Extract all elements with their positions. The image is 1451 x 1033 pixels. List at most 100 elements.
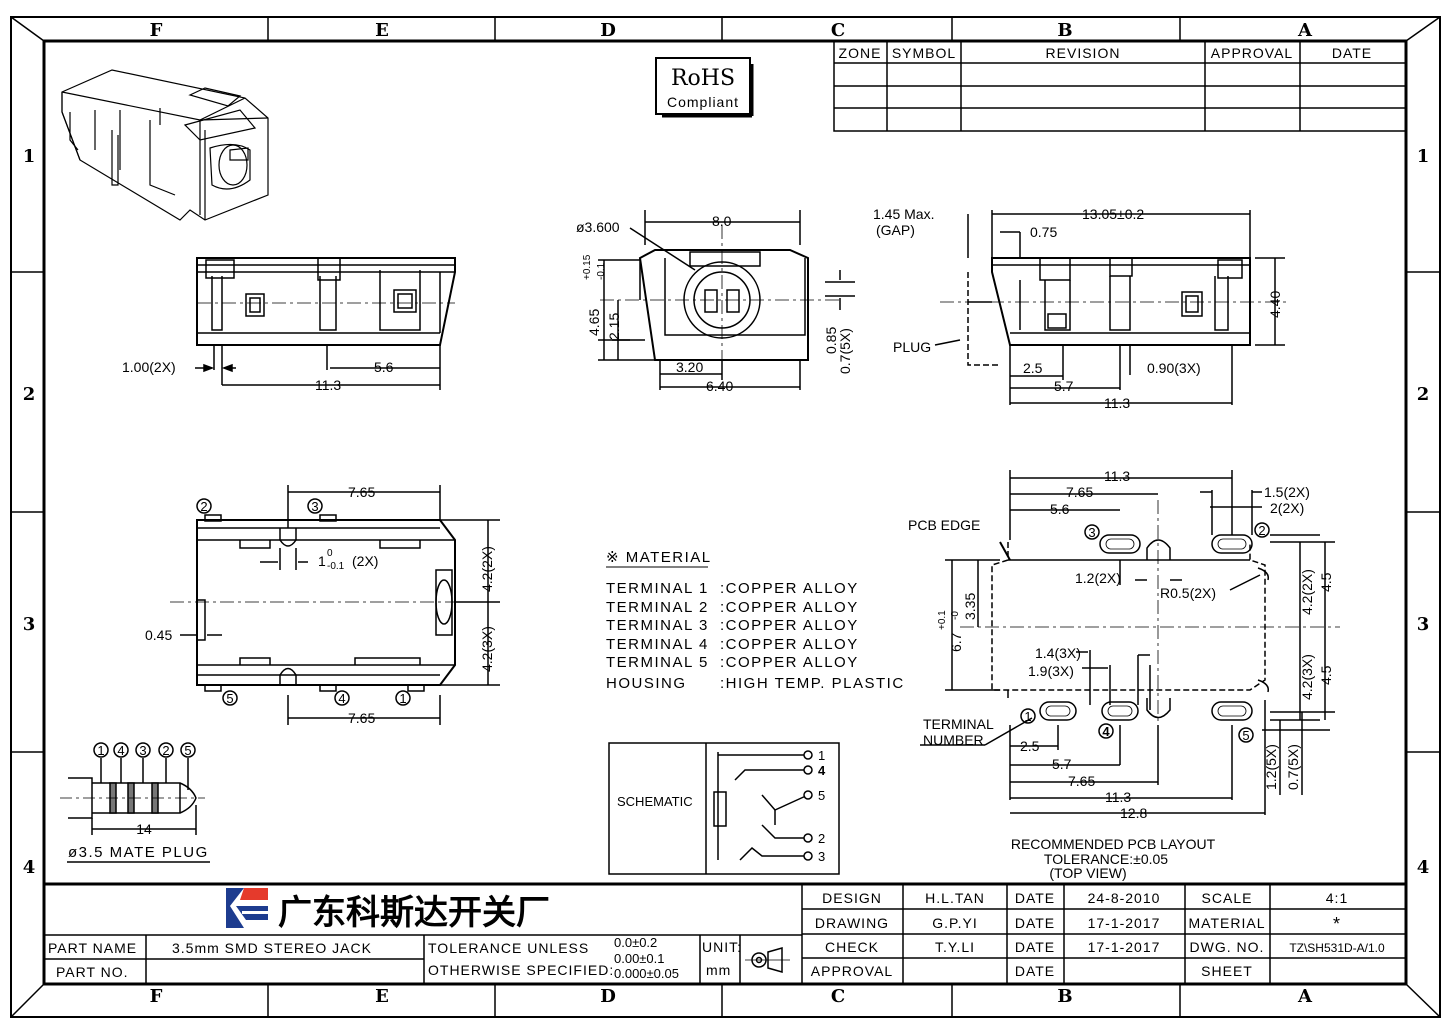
front-view: 1.00(2X) 5.6 11.3 xyxy=(122,257,456,393)
dim-bottom-4-2-b: 4.2(3X) xyxy=(479,626,495,672)
part-no-label: PART NO. xyxy=(56,964,129,980)
outer-border xyxy=(10,16,1441,1018)
dim-side-2-15: 2.15 xyxy=(606,313,622,340)
schematic-pin-2: 2 xyxy=(818,831,825,846)
dim-right-13-05: 13.05±0.2 xyxy=(1082,206,1144,222)
zone-col-a-bottom: A xyxy=(1297,986,1313,1007)
zone-col-f-bottom: F xyxy=(150,986,163,1007)
pcb-caption-2: TOLERANCE:±0.05 xyxy=(1044,851,1168,867)
dim-side-8-0: 8.0 xyxy=(712,213,732,229)
zone-row-3-right: 3 xyxy=(1417,614,1430,635)
dim-pcb-4-5-a: 4.5 xyxy=(1318,572,1334,592)
tb-check-label: CHECK xyxy=(825,939,879,955)
dim-pcb-r0-5: R0.5(2X) xyxy=(1160,585,1216,601)
company-logo xyxy=(226,888,268,928)
zone-col-d-bottom: D xyxy=(600,986,616,1007)
dim-pcb-6-7-tol-minus: -0 xyxy=(950,611,961,620)
zone-col-c-bottom: C xyxy=(831,986,845,1007)
zone-col-e-bottom: E xyxy=(375,986,389,1007)
dim-right-0-75: 0.75 xyxy=(1030,224,1057,240)
dim-pcb-7-65-b: 7.65 xyxy=(1068,773,1095,789)
tb-check-date-label: DATE xyxy=(1015,939,1055,955)
rev-header-zone: ZONE xyxy=(839,45,882,61)
tb-check-date: 17-1-2017 xyxy=(1088,939,1161,955)
pin-bottom-3: 3 xyxy=(311,499,318,514)
tolerance-line-2: OTHERWISE SPECIFIED: xyxy=(428,962,614,978)
dim-pcb-6-7: 6.7 xyxy=(948,632,964,652)
material-row-3-value: :COPPER ALLOY xyxy=(720,617,859,634)
dim-side-4-65: 4.65 xyxy=(586,309,602,336)
pin-bottom-4: 4 xyxy=(338,691,345,706)
zone-col-e-top: E xyxy=(375,20,389,41)
material-notes: ※ MATERIAL TERMINAL 1 :COPPER ALLOY TERM… xyxy=(606,549,905,692)
material-row-4-value: :COPPER ALLOY xyxy=(720,636,859,653)
dim-right-5-7: 5.7 xyxy=(1054,378,1074,394)
tb-check-name: T.Y.LI xyxy=(935,939,975,955)
material-row-6-name: HOUSING xyxy=(606,675,687,692)
dim-bottom-4-2-a: 4.2(2X) xyxy=(479,546,495,592)
dim-front-5-6: 5.6 xyxy=(374,359,394,375)
pcb-pin-4: 4 xyxy=(1102,724,1110,739)
dim-pcb-1-9: 1.9(3X) xyxy=(1028,663,1074,679)
dim-right-4-40: 4.40 xyxy=(1267,291,1283,318)
dim-bottom-1: 1 xyxy=(318,553,326,569)
zone-row-3-left: 3 xyxy=(23,614,36,635)
zone-row-2-right: 2 xyxy=(1417,384,1430,405)
zone-col-f-top: F xyxy=(150,20,163,41)
dim-pcb-5-6: 5.6 xyxy=(1050,501,1070,517)
rev-header-date: DATE xyxy=(1332,45,1372,61)
rev-header-approval: APPROVAL xyxy=(1211,45,1293,61)
dim-side-6-40: 6.40 xyxy=(706,378,733,394)
plug-pin-1: 1 xyxy=(97,743,104,758)
part-name-value: 3.5mm SMD STEREO JACK xyxy=(172,940,372,956)
dim-pcb-6-7-tol-plus: +0.1 xyxy=(937,610,948,630)
material-row-1-name: TERMINAL 1 xyxy=(606,580,709,597)
plug-caption: ø3.5 MATE PLUG xyxy=(68,844,209,861)
pcb-terminal-label: TERMINAL xyxy=(923,716,994,732)
rohs-subtitle: Compliant xyxy=(667,94,739,110)
dim-pcb-11-3-b: 11.3 xyxy=(1105,789,1131,805)
tb-scale-label: SCALE xyxy=(1202,890,1253,906)
dim-right-1-45: 1.45 Max. xyxy=(873,206,934,222)
dim-pcb-2-5: 2.5 xyxy=(1020,738,1040,754)
material-title: ※ MATERIAL xyxy=(606,549,712,566)
dim-pcb-12-8: 12.8 xyxy=(1120,805,1147,821)
dim-side-0-7: 0.7(5X) xyxy=(837,328,853,374)
tb-sheet-label: SHEET xyxy=(1201,963,1253,979)
dim-side-4-65-tol-minus: -0.1 xyxy=(596,262,607,280)
zone-row-4-left: 4 xyxy=(23,857,36,878)
unit-label: UNIT: xyxy=(702,939,742,955)
rohs-title: RoHS xyxy=(671,66,735,91)
material-row-4-name: TERMINAL 4 xyxy=(606,636,709,653)
rev-header-revision: REVISION xyxy=(1046,45,1121,61)
dim-front-11-3: 11.3 xyxy=(315,377,341,393)
pin-bottom-1: 1 xyxy=(399,691,406,706)
pcb-layout: 3 2 1 4 5 11.3 7.65 5.6 1.5(2X) 2(2X) PC… xyxy=(908,468,1340,881)
dim-bottom-7-65-bot: 7.65 xyxy=(348,710,375,726)
side-view: ø3.600 8.0 4.65 +0.15 -0.1 2.15 3.20 6.4… xyxy=(576,210,855,394)
dim-side-bore: ø3.600 xyxy=(576,219,620,235)
tb-scale-value: 4:1 xyxy=(1326,890,1348,906)
part-name-label: PART NAME xyxy=(48,940,137,956)
tb-approval-label: APPROVAL xyxy=(811,963,893,979)
zone-row-1-right: 1 xyxy=(1417,146,1430,167)
tb-drawing-label: DRAWING xyxy=(815,915,889,931)
plug-pin-5: 5 xyxy=(184,743,191,758)
dim-pcb-11-3: 11.3 xyxy=(1104,468,1130,484)
zone-row-1-left: 1 xyxy=(23,146,36,167)
material-row-6-value: :HIGH TEMP. PLASTIC xyxy=(720,675,905,692)
tolerance-line-1: TOLERANCE UNLESS xyxy=(428,940,589,956)
isometric-view xyxy=(61,69,269,221)
dim-bottom-0-45: 0.45 xyxy=(145,627,172,643)
rohs-stamp: RoHS Compliant xyxy=(655,57,754,118)
dim-pcb-7-65: 7.65 xyxy=(1066,484,1093,500)
tb-approval-date-label: DATE xyxy=(1015,963,1055,979)
pcb-pin-5: 5 xyxy=(1242,728,1249,743)
unit-value: mm xyxy=(706,962,731,978)
pcb-pin-2: 2 xyxy=(1258,523,1265,538)
dim-side-0-85: 0.85 xyxy=(823,327,839,354)
dim-right-plug: PLUG xyxy=(893,339,931,355)
dim-side-4-65-tol-plus: +0.15 xyxy=(582,254,593,280)
dim-pcb-3-35: 3.35 xyxy=(962,593,978,620)
